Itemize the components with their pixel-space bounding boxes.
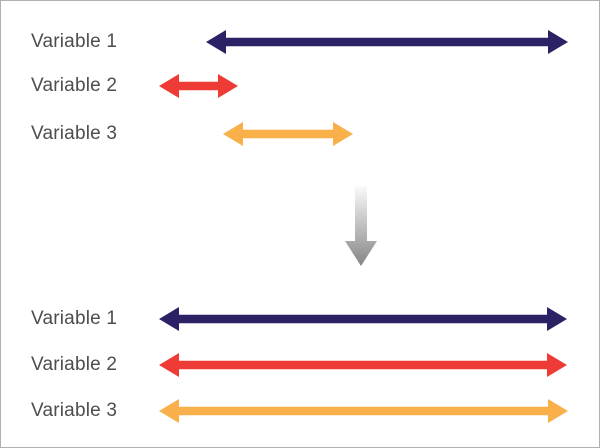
label-variable-3-after: Variable 3 bbox=[31, 400, 118, 421]
label-variable-1-after: Variable 1 bbox=[31, 308, 118, 329]
range-arrow-before-3 bbox=[223, 122, 353, 146]
range-arrow-after-1 bbox=[159, 307, 567, 331]
label-variable-3-before: Variable 3 bbox=[31, 123, 118, 144]
range-arrow-before-2 bbox=[159, 74, 238, 98]
range-arrow-after-3 bbox=[159, 399, 568, 423]
label-variable-2-after: Variable 2 bbox=[31, 354, 118, 375]
range-arrow-before-1 bbox=[206, 30, 568, 54]
label-variable-2-before: Variable 2 bbox=[31, 75, 118, 96]
range-arrow-after-2 bbox=[159, 353, 567, 377]
label-variable-1-before: Variable 1 bbox=[31, 31, 118, 52]
